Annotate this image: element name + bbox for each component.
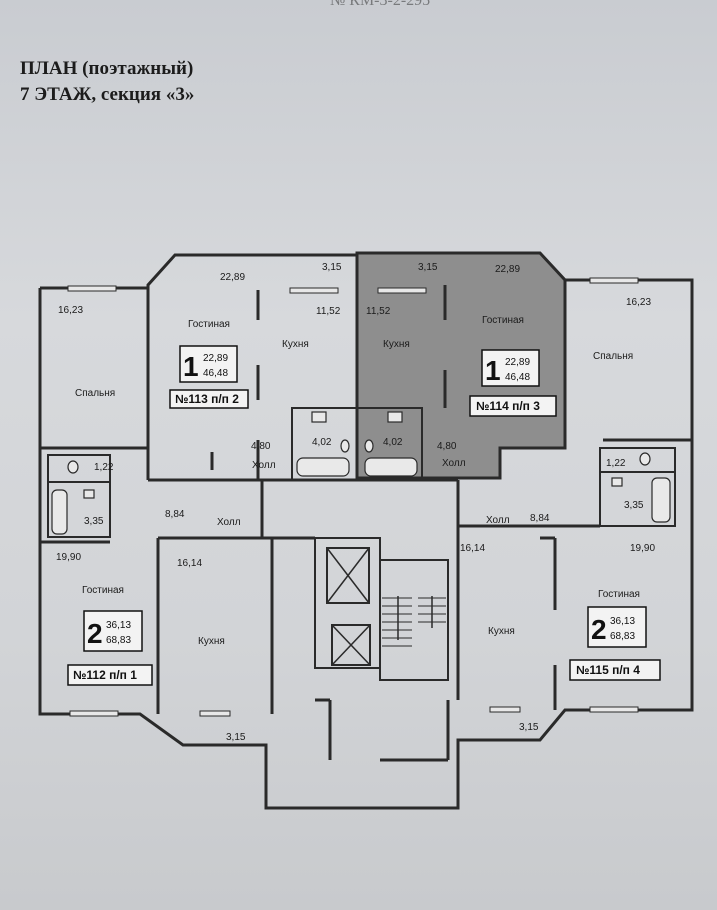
- area-112-bath: 3,35: [84, 516, 104, 527]
- plan-title: ПЛАН (поэтажный): [20, 58, 194, 79]
- area-112-kitchen: 16,14: [177, 558, 202, 569]
- area-115-bath: 3,35: [624, 500, 644, 511]
- svg-text:46,48: 46,48: [505, 372, 530, 383]
- area-114-kitchen: 11,52: [366, 306, 391, 317]
- room-114-hall: Холл: [442, 458, 466, 469]
- area-112-balcony: 3,15: [226, 732, 246, 743]
- area-114-hall: 4,80: [437, 441, 457, 452]
- svg-text:46,48: 46,48: [203, 368, 228, 379]
- area-112-wc: 1,22: [94, 462, 114, 473]
- walls: [38, 251, 694, 810]
- plan-subtitle: 7 ЭТАЖ, секция «3»: [20, 84, 195, 105]
- room-112-bedroom: Спальня: [75, 388, 115, 399]
- room-112-living: Гостиная: [82, 585, 124, 596]
- room-115-living: Гостиная: [598, 589, 640, 600]
- svg-text:№114 п/п 3: №114 п/п 3: [476, 399, 540, 413]
- plumbing-fixtures: [51, 411, 671, 535]
- area-115-living: 19,90: [630, 543, 655, 554]
- svg-text:36,13: 36,13: [106, 620, 131, 631]
- area-115-wc: 1,22: [606, 458, 626, 469]
- room-113-living: Гостиная: [188, 319, 230, 330]
- area-115-kitchen: 16,14: [460, 543, 485, 554]
- room-115-hall: Холл: [486, 515, 510, 526]
- svg-text:22,89: 22,89: [505, 357, 530, 368]
- svg-text:2: 2: [87, 618, 103, 649]
- area-114-bath: 4,02: [383, 437, 403, 448]
- svg-text:№112 п/п 1: №112 п/п 1: [73, 668, 137, 682]
- room-113-kitchen: Кухня: [282, 339, 309, 350]
- badge-115: 2 36,13 68,83 №115 п/п 4: [569, 606, 661, 681]
- area-113-balcony: 3,15: [322, 262, 342, 273]
- area-113-kitchen: 11,52: [316, 306, 341, 317]
- svg-text:№113 п/п 2: №113 п/п 2: [175, 392, 239, 406]
- svg-text:1: 1: [183, 351, 199, 382]
- room-115-bedroom: Спальня: [593, 351, 633, 362]
- room-114-kitchen: Кухня: [383, 339, 410, 350]
- room-114-living: Гостиная: [482, 315, 524, 326]
- room-115-kitchen: Кухня: [488, 626, 515, 637]
- svg-text:№115 п/п 4: №115 п/п 4: [576, 663, 640, 677]
- area-113-living: 22,89: [220, 272, 245, 283]
- area-112-hall: 8,84: [165, 509, 185, 520]
- room-112-kitchen: Кухня: [198, 636, 225, 647]
- area-112-living: 19,90: [56, 552, 81, 563]
- badge-113: 1 22,89 46,48 №113 п/п 2: [169, 345, 249, 409]
- svg-text:22,89: 22,89: [203, 353, 228, 364]
- area-114-balcony: 3,15: [418, 262, 438, 273]
- svg-text:2: 2: [591, 614, 607, 645]
- windows: [67, 277, 639, 717]
- svg-text:68,83: 68,83: [106, 635, 131, 646]
- area-113-hall: 4,80: [251, 441, 271, 452]
- svg-text:36,13: 36,13: [610, 616, 635, 627]
- area-115-balcony: 3,15: [519, 722, 539, 733]
- area-115-bedroom: 16,23: [626, 297, 651, 308]
- stair-treads: [382, 596, 446, 647]
- area-115-hall: 8,84: [530, 513, 550, 524]
- svg-text:1: 1: [485, 355, 501, 386]
- svg-text:68,83: 68,83: [610, 631, 635, 642]
- area-112-bedroom: 16,23: [58, 305, 83, 316]
- badge-112: 2 36,13 68,83 №112 п/п 1: [67, 610, 153, 686]
- room-113-hall: Холл: [252, 460, 276, 471]
- area-113-bath: 4,02: [312, 437, 332, 448]
- header-fragment: № КМ-3-2-295: [330, 0, 431, 9]
- area-114-living: 22,89: [495, 264, 520, 275]
- badge-114: 1 22,89 46,48 №114 п/п 3: [469, 349, 557, 417]
- room-112-hall: Холл: [217, 517, 241, 528]
